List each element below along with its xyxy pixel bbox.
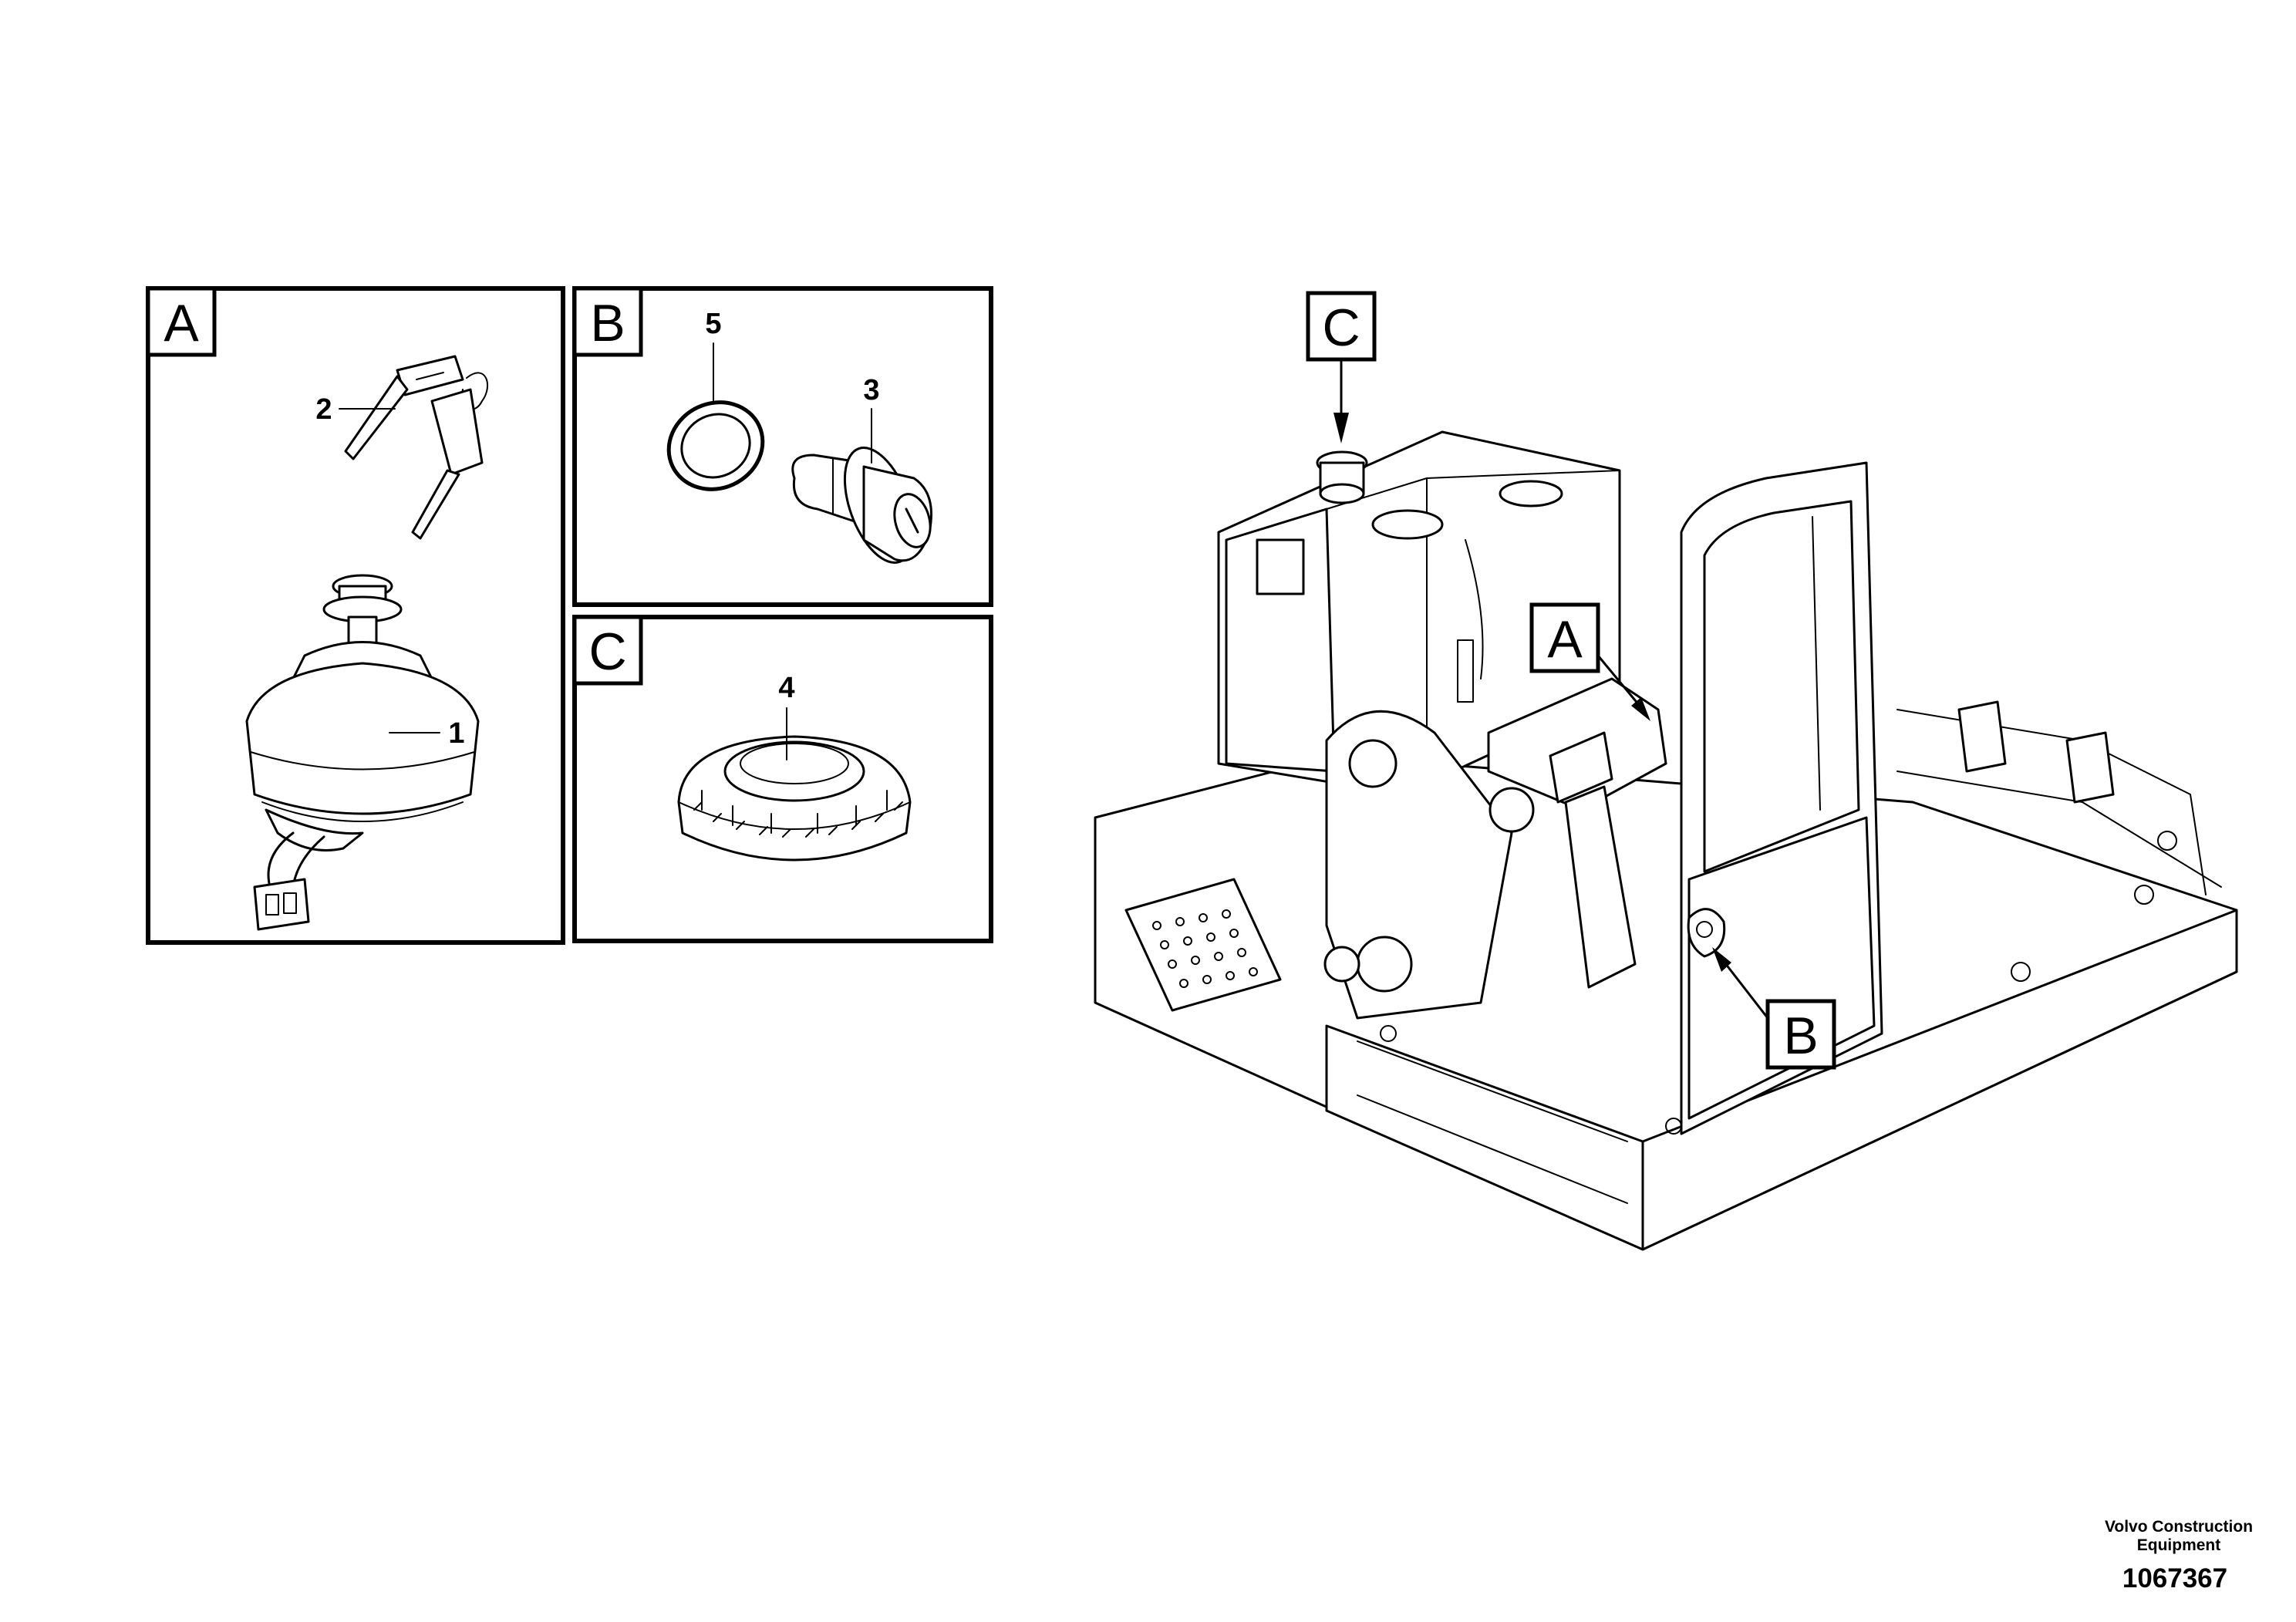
footer: Volvo Construction Equipment 1067367 — [2105, 1518, 2253, 1593]
ignition-switch-illustration — [245, 574, 480, 931]
panel-c-letter-box — [572, 615, 643, 686]
drawing-number: 1067367 — [2122, 1563, 2227, 1593]
machine-marker-b: B — [1712, 947, 1836, 1070]
panel-b-letter: B — [590, 294, 625, 352]
panel-a: A 2 1 — [146, 286, 565, 945]
keys-illustration — [344, 355, 489, 540]
callout-keys: 2 — [315, 393, 332, 426]
machine-marker-c: C — [1306, 291, 1377, 443]
machine-overview-illustration — [1094, 430, 2238, 1251]
machine-marker-a: A — [1529, 602, 1650, 721]
panel-a-letter: A — [164, 294, 199, 352]
lock-cylinder-illustration — [791, 447, 932, 564]
footer-company-line1: Volvo Construction — [2105, 1518, 2253, 1536]
machine-marker-c-letter: C — [1322, 298, 1360, 357]
machine-marker-a-letter: A — [1547, 610, 1583, 669]
callout-fuel-cap: 4 — [778, 672, 794, 704]
callout-seal-ring: 5 — [705, 308, 721, 340]
panel-b: B 5 3 — [572, 286, 993, 607]
callout-ignition-switch: 1 — [448, 717, 464, 750]
callout-lock-cylinder: 3 — [863, 374, 879, 406]
panel-b-letter-box — [572, 286, 643, 357]
panel-c-letter: C — [588, 622, 626, 681]
panel-c: C 4 — [572, 615, 993, 943]
seal-ring-illustration — [666, 400, 765, 491]
machine-marker-b-letter: B — [1783, 1007, 1818, 1065]
panel-a-letter-box — [146, 286, 217, 357]
footer-company-line2: Equipment — [2137, 1536, 2221, 1554]
fuel-cap-illustration — [677, 735, 912, 862]
